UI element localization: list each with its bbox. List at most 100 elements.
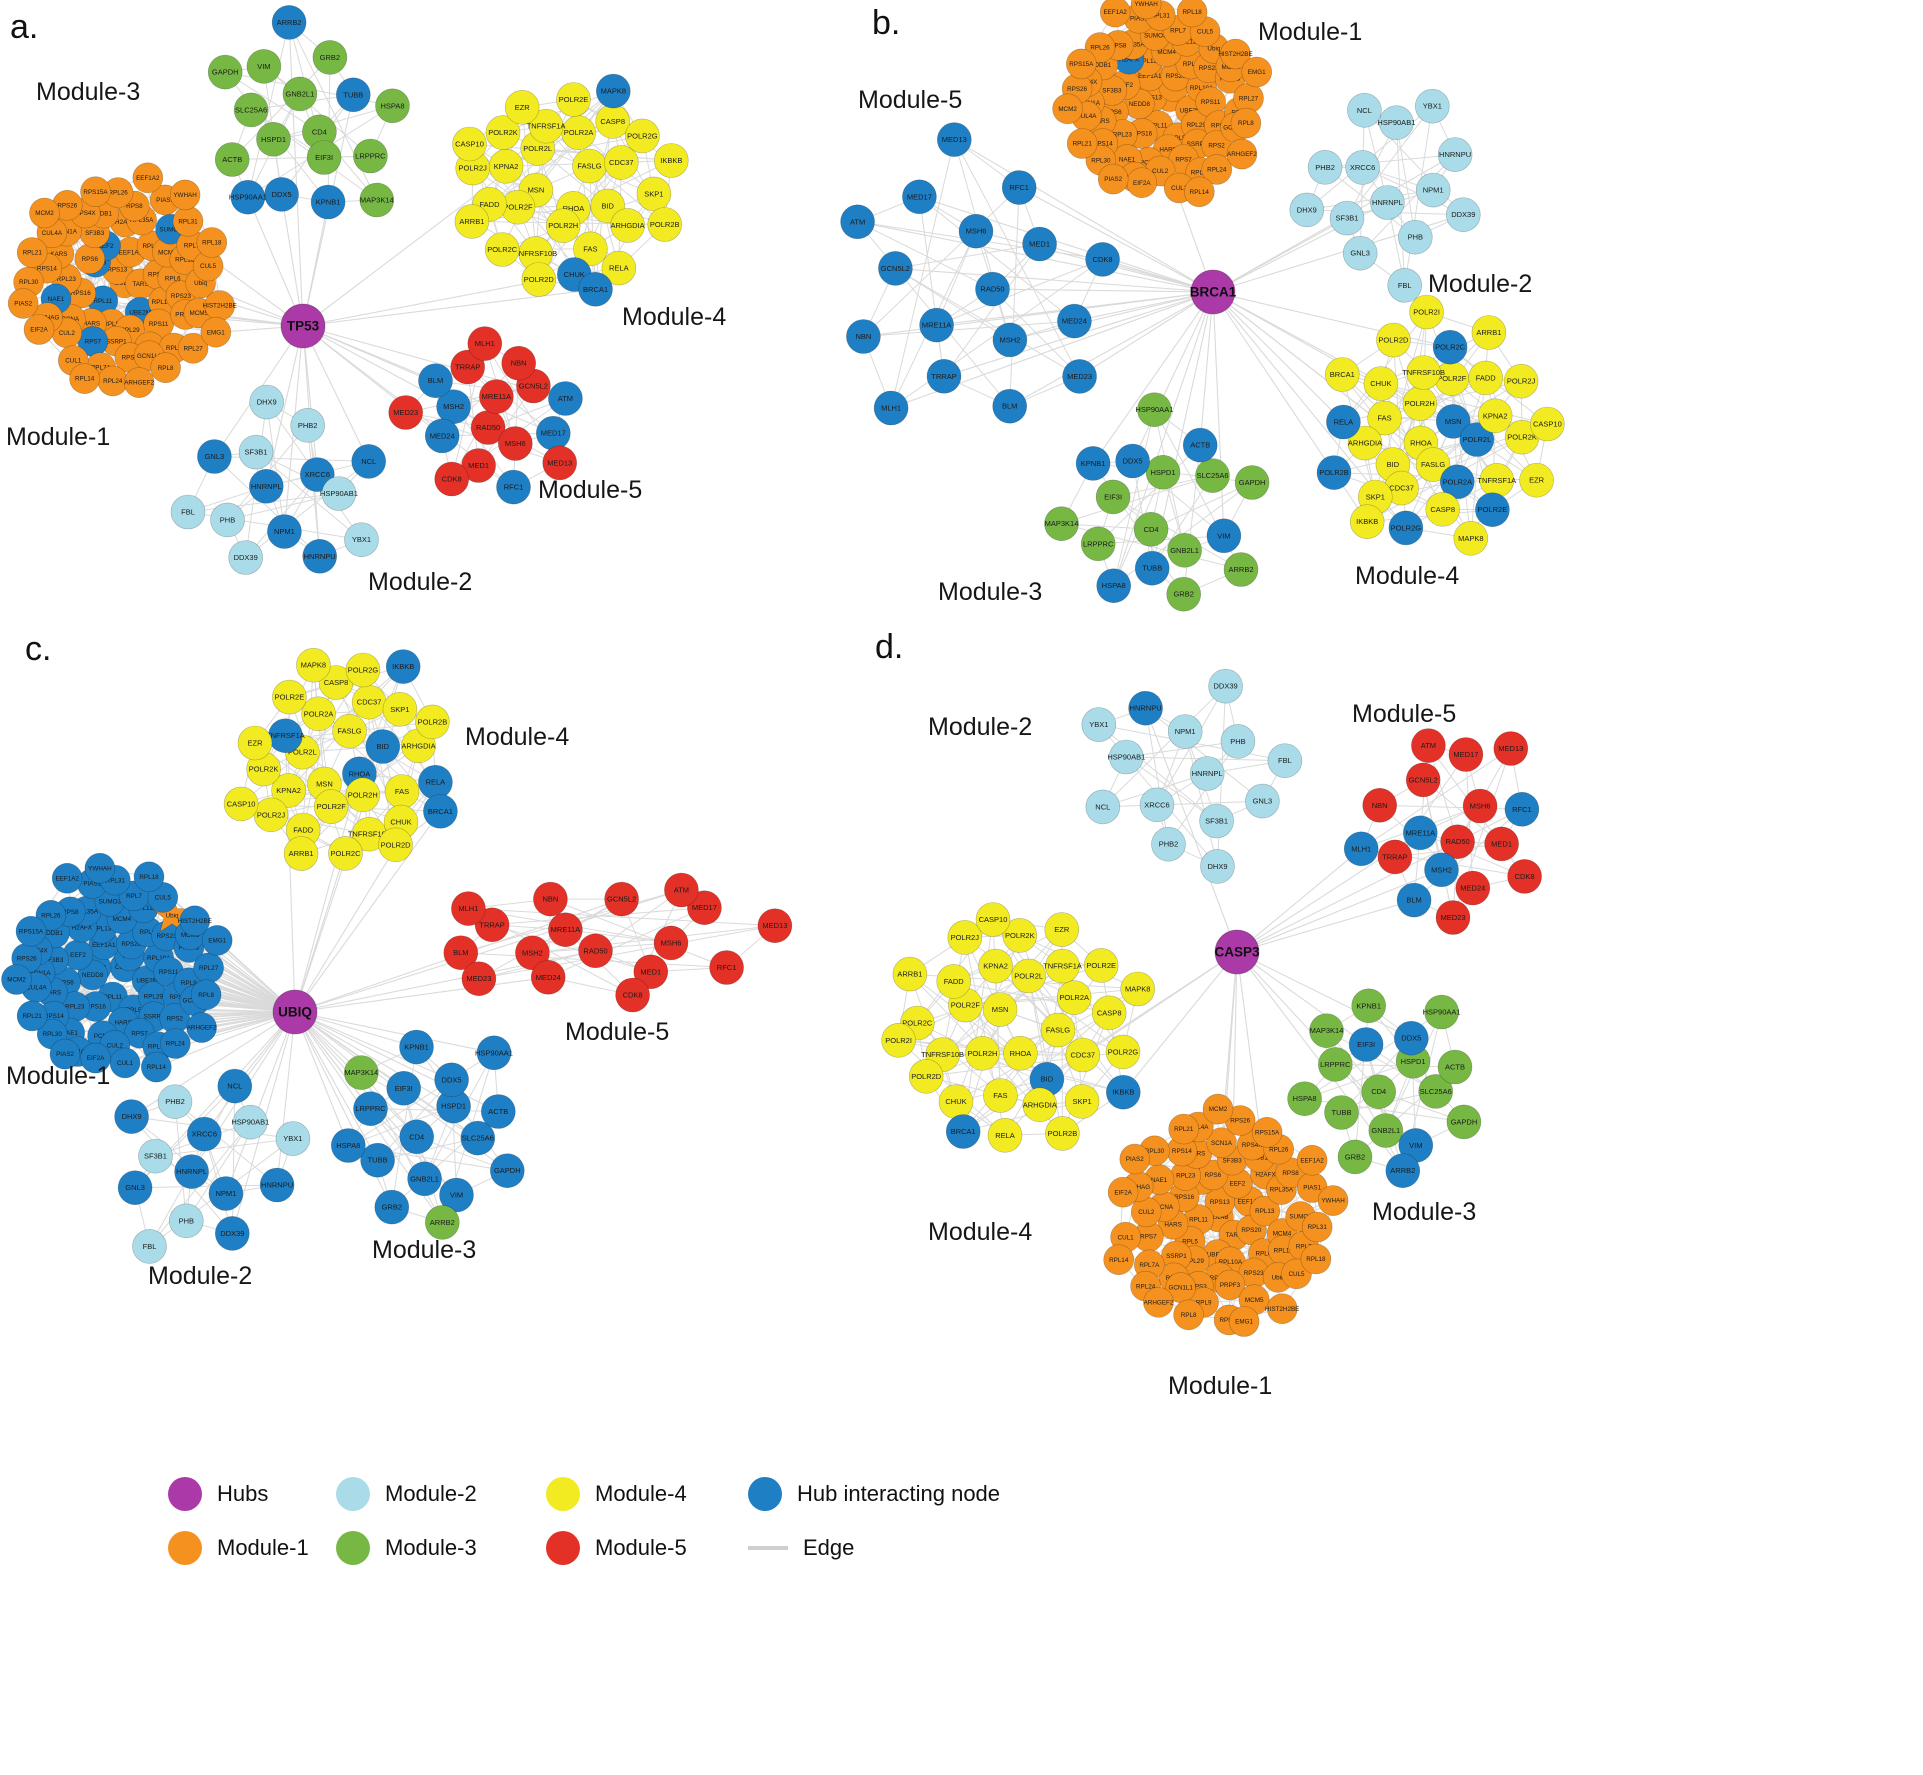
node-PHB2[interactable]: PHB2 bbox=[1151, 826, 1186, 862]
node-RFC1[interactable]: RFC1 bbox=[1001, 170, 1037, 205]
node-DDX5[interactable]: DDX5 bbox=[264, 177, 299, 212]
node-POLR2B[interactable]: POLR2B bbox=[1316, 455, 1352, 490]
node-GNB2L1[interactable]: GNB2L1 bbox=[407, 1161, 442, 1197]
node-BLM[interactable]: BLM bbox=[1396, 882, 1432, 918]
node-POLR2C[interactable]: POLR2C bbox=[1432, 329, 1468, 365]
node-RPL21[interactable]: RPL21 bbox=[1168, 1113, 1199, 1145]
node-RPS26[interactable]: RPS26 bbox=[52, 190, 83, 221]
node-VIM[interactable]: VIM bbox=[246, 49, 282, 84]
node-RAD50[interactable]: RAD50 bbox=[578, 933, 613, 969]
node-ARRB1[interactable]: ARRB1 bbox=[283, 836, 319, 871]
hub-CASP3[interactable]: CASP3 bbox=[1214, 929, 1260, 975]
node-EZR[interactable]: EZR bbox=[1519, 462, 1554, 498]
node-CASP8[interactable]: CASP8 bbox=[1091, 995, 1127, 1031]
node-RPL18[interactable]: RPL18 bbox=[1300, 1243, 1332, 1275]
node-CASP8[interactable]: CASP8 bbox=[1425, 491, 1460, 527]
node-MAPK8[interactable]: MAPK8 bbox=[1453, 520, 1489, 556]
node-RPL31[interactable]: RPL31 bbox=[172, 206, 204, 237]
node-FADD[interactable]: FADD bbox=[936, 964, 972, 999]
hub-BRCA1[interactable]: BRCA1 bbox=[1190, 269, 1237, 315]
node-CD4[interactable]: CD4 bbox=[1361, 1074, 1396, 1109]
node-POLR2G[interactable]: POLR2G bbox=[625, 118, 660, 154]
node-EIF2A[interactable]: EIF2A bbox=[1126, 167, 1158, 198]
node-PHB[interactable]: PHB bbox=[210, 502, 245, 538]
node-GAPDH[interactable]: GAPDH bbox=[1234, 465, 1270, 500]
node-RFC1[interactable]: RFC1 bbox=[709, 950, 744, 985]
node-ARRB2[interactable]: ARRB2 bbox=[271, 5, 307, 40]
node-RPL24[interactable]: RPL24 bbox=[160, 1028, 191, 1059]
node-IKBKB[interactable]: IKBKB bbox=[385, 649, 421, 684]
node-MRE11A[interactable]: MRE11A bbox=[479, 379, 514, 414]
node-GCN5L2[interactable]: GCN5L2 bbox=[878, 251, 913, 286]
node-BID[interactable]: BID bbox=[365, 729, 401, 764]
node-POLR2G[interactable]: POLR2G bbox=[345, 652, 381, 688]
node-TRRAP[interactable]: TRRAP bbox=[926, 358, 962, 394]
node-CDK8[interactable]: CDK8 bbox=[1085, 242, 1120, 277]
node-GAPDH[interactable]: GAPDH bbox=[1446, 1104, 1482, 1140]
node-POLR2D[interactable]: POLR2D bbox=[521, 262, 557, 297]
node-FBL[interactable]: FBL bbox=[132, 1229, 167, 1264]
node-MED17[interactable]: MED17 bbox=[902, 179, 937, 215]
node-ARRB1[interactable]: ARRB1 bbox=[892, 956, 928, 992]
node-MED24[interactable]: MED24 bbox=[1057, 303, 1092, 339]
node-RFC1[interactable]: RFC1 bbox=[496, 469, 531, 505]
node-CDC37[interactable]: CDC37 bbox=[351, 684, 387, 720]
node-EMG1[interactable]: EMG1 bbox=[200, 316, 232, 348]
node-POLR2H[interactable]: POLR2H bbox=[1402, 386, 1438, 422]
node-TUBB[interactable]: TUBB bbox=[1324, 1095, 1359, 1130]
node-MAP3K14[interactable]: MAP3K14 bbox=[343, 1055, 379, 1090]
node-ARRB1[interactable]: ARRB1 bbox=[1471, 315, 1507, 350]
node-MED24[interactable]: MED24 bbox=[424, 418, 460, 454]
node-SLC25A6[interactable]: SLC25A6 bbox=[233, 92, 269, 128]
node-ATM[interactable]: ATM bbox=[664, 872, 699, 908]
node-HSP90AB1[interactable]: HSP90AB1 bbox=[320, 476, 358, 511]
node-XRCC6[interactable]: XRCC6 bbox=[187, 1116, 222, 1152]
node-CASP10[interactable]: CASP10 bbox=[975, 902, 1011, 937]
node-KPNA2[interactable]: KPNA2 bbox=[1477, 398, 1513, 434]
node-KPNB1[interactable]: KPNB1 bbox=[1075, 446, 1111, 481]
node-MED13[interactable]: MED13 bbox=[1493, 731, 1529, 766]
node-GNB2L1[interactable]: GNB2L1 bbox=[282, 76, 318, 112]
node-ARRB2[interactable]: ARRB2 bbox=[424, 1205, 460, 1240]
node-YWHAH[interactable]: YWHAH bbox=[169, 179, 201, 211]
node-SKP1[interactable]: SKP1 bbox=[1064, 1084, 1100, 1119]
hub-TP53[interactable]: TP53 bbox=[280, 303, 326, 349]
node-RPL8[interactable]: RPL8 bbox=[150, 352, 181, 384]
node-RPL8[interactable]: RPL8 bbox=[1230, 107, 1262, 139]
node-EMG1[interactable]: EMG1 bbox=[1228, 1306, 1260, 1337]
node-MSH6[interactable]: MSH6 bbox=[1462, 788, 1498, 824]
node-KPNB1[interactable]: KPNB1 bbox=[1351, 988, 1386, 1024]
node-ACTB[interactable]: ACTB bbox=[1182, 427, 1218, 463]
node-POLR2E[interactable]: POLR2E bbox=[556, 82, 591, 117]
node-HSPA8[interactable]: HSPA8 bbox=[1287, 1081, 1322, 1116]
node-MED23[interactable]: MED23 bbox=[461, 961, 497, 997]
node-CUL1[interactable]: CUL1 bbox=[109, 1047, 141, 1079]
node-BRCA1[interactable]: BRCA1 bbox=[945, 1114, 981, 1149]
node-RPL21[interactable]: RPL21 bbox=[16, 1000, 48, 1032]
node-HSP90AB1[interactable]: HSP90AB1 bbox=[1107, 739, 1145, 775]
node-NCL[interactable]: NCL bbox=[1347, 93, 1382, 128]
node-FBL[interactable]: FBL bbox=[1387, 267, 1422, 303]
node-RELA[interactable]: RELA bbox=[601, 250, 637, 286]
node-DDX5[interactable]: DDX5 bbox=[434, 1062, 469, 1098]
node-PIAS2[interactable]: PIAS2 bbox=[1097, 163, 1129, 195]
node-RPL8[interactable]: RPL8 bbox=[1173, 1299, 1204, 1331]
node-TNFRSF1A[interactable]: TNFRSF1A bbox=[1477, 462, 1516, 498]
node-MLH1[interactable]: MLH1 bbox=[1343, 831, 1379, 867]
node-EZR[interactable]: EZR bbox=[504, 90, 540, 125]
node-MCM2[interactable]: MCM2 bbox=[1, 964, 32, 995]
node-GNL3[interactable]: GNL3 bbox=[1245, 783, 1280, 819]
node-NPM1[interactable]: NPM1 bbox=[1415, 172, 1451, 208]
node-DHX9[interactable]: DHX9 bbox=[114, 1099, 149, 1134]
node-ARRB1[interactable]: ARRB1 bbox=[454, 204, 490, 239]
node-GRB2[interactable]: GRB2 bbox=[312, 40, 348, 75]
node-MED24[interactable]: MED24 bbox=[530, 959, 566, 995]
node-YBX1[interactable]: YBX1 bbox=[1415, 88, 1450, 124]
node-CASP10[interactable]: CASP10 bbox=[452, 126, 487, 162]
node-ACTB[interactable]: ACTB bbox=[1437, 1049, 1473, 1085]
node-RPS15A[interactable]: RPS15A bbox=[80, 176, 111, 207]
node-MSH2[interactable]: MSH2 bbox=[992, 322, 1028, 358]
node-POLR2G[interactable]: POLR2G bbox=[1388, 510, 1424, 546]
node-POLR2J[interactable]: POLR2J bbox=[947, 920, 983, 955]
node-GCN5L2[interactable]: GCN5L2 bbox=[604, 881, 639, 917]
